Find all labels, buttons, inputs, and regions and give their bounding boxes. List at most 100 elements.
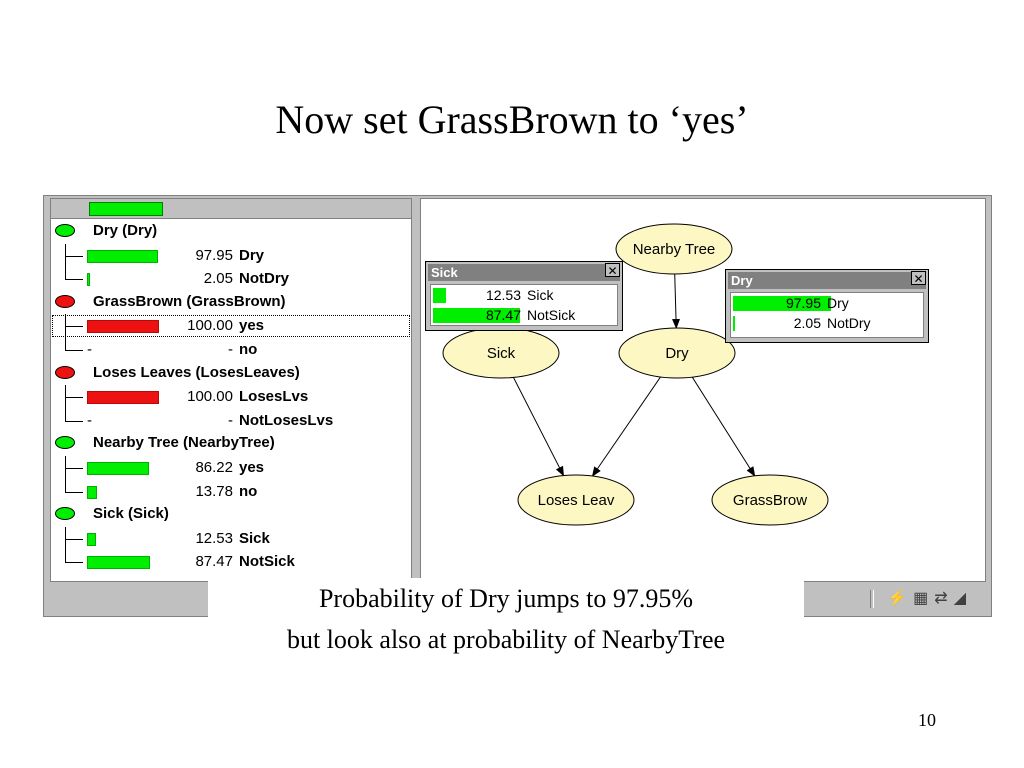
sick-monitor-title: Sick [428, 264, 620, 281]
graph-node-sick[interactable]: Sick [442, 327, 560, 379]
monitor-state-name: NotSick [527, 307, 576, 323]
sick-monitor-window[interactable]: Sick ✕ 12.53 Sick 87.47 NotSick [425, 261, 623, 331]
state-row[interactable]: --no [51, 337, 411, 362]
probability-value: - [228, 340, 233, 358]
graph-node-loses[interactable]: Loses Leav [517, 474, 635, 526]
edge-nearby-to-dry [672, 273, 681, 330]
probability-value: 100.00 [187, 317, 233, 335]
tree-connector [65, 279, 83, 281]
tree-connector [65, 562, 83, 564]
belief-bar [87, 391, 159, 405]
graph-node-label: Sick [487, 345, 516, 362]
monitor-bar [433, 308, 520, 323]
lightning-icon[interactable]: ⚡ [887, 590, 914, 607]
monitor-bar [433, 288, 446, 303]
graph-node-label: GrassBrow [733, 492, 807, 509]
tree-node-row[interactable]: Loses Leaves (LosesLeaves) [51, 362, 411, 386]
monitor-bar [733, 316, 735, 331]
state-name: NotLosesLvs [239, 411, 334, 429]
edge-sick-to-loses [513, 377, 564, 477]
tree-connector [65, 408, 66, 421]
header-bar[interactable] [89, 202, 163, 216]
tree-connector [65, 349, 83, 351]
graph-node-nearby[interactable]: Nearby Tree [615, 223, 733, 275]
state-row[interactable]: 100.00 yes [51, 314, 411, 339]
probability-value: - [228, 411, 233, 429]
graph-node-label: Nearby Tree [633, 241, 716, 258]
monitor-value: 2.05 [793, 315, 821, 331]
monitor-state-name: Dry [827, 295, 849, 311]
slide-caption: Probability of Dry jumps to 97.95% but l… [208, 578, 804, 664]
node-label: Sick (Sick) [93, 505, 169, 523]
graph-node-dry[interactable]: Dry [618, 327, 736, 379]
monitor-value: 87.47 [485, 307, 521, 323]
node-label: GrassBrown (GrassBrown) [93, 292, 286, 310]
tree-connector [65, 420, 83, 422]
probability-value: 97.95 [195, 246, 233, 264]
edge-dry-to-grass [691, 376, 756, 477]
tree-node-row[interactable]: Sick (Sick) [51, 503, 411, 527]
tree-connector [65, 326, 83, 328]
state-name: Sick [239, 529, 270, 547]
state-name: yes [239, 317, 265, 335]
node-ellipse [615, 223, 733, 275]
monitor-value: 12.53 [485, 287, 521, 303]
graph-node-grass[interactable]: GrassBrow [711, 474, 829, 526]
tree-connector [65, 255, 83, 257]
grid-icon[interactable]: ▦ [913, 590, 935, 607]
probability-value: 13.78 [195, 482, 233, 500]
tree-node-row[interactable]: GrassBrown (GrassBrown) [51, 291, 411, 315]
monitor-state-name: NotDry [827, 315, 871, 331]
tree-connector [65, 467, 83, 469]
probability-value: 2.05 [203, 270, 233, 288]
belief-bar [87, 556, 150, 570]
state-row[interactable]: --NotLosesLvs [51, 408, 411, 433]
empty-bar-dash: - [87, 411, 92, 429]
dry-monitor-title: Dry [728, 272, 926, 289]
page-number: 10 [918, 710, 936, 730]
state-name: yes [239, 458, 265, 476]
monitor-row: 87.47 NotSick [431, 305, 617, 325]
state-row[interactable]: 86.22 yes [51, 455, 411, 480]
node-ellipse [517, 474, 635, 526]
edge-dry-to-loses [591, 376, 661, 477]
red-status-dot-icon [55, 294, 75, 308]
monitor-row: 12.53 Sick [431, 285, 617, 305]
tree-connector [65, 267, 66, 280]
resize-grip-icon[interactable]: ◢ [953, 590, 972, 607]
probability-value: 86.22 [195, 458, 233, 476]
tree-connector [65, 397, 83, 399]
state-name: NotSick [239, 553, 295, 571]
monitor-bar [733, 296, 831, 311]
tree-connector [65, 538, 83, 540]
state-row[interactable]: 97.95 Dry [51, 243, 411, 268]
graph-node-label: Loses Leav [538, 492, 615, 509]
close-icon[interactable]: ✕ [605, 263, 620, 278]
state-name: Dry [239, 246, 265, 264]
slide-title: Now set GrassBrown to ‘yes’ [275, 97, 749, 142]
caption-line-1: Probability of Dry jumps to 97.95% [318, 584, 694, 613]
close-icon[interactable]: ✕ [911, 271, 926, 286]
status-icons: ⚡▦⇄◢ [887, 588, 972, 608]
tree-node-row[interactable]: Nearby Tree (NearbyTree) [51, 432, 411, 456]
node-ellipse [618, 327, 736, 379]
belief-bar [87, 461, 149, 475]
tree-node-row[interactable]: Dry (Dry) [51, 220, 411, 244]
monitor-state-name: Sick [527, 287, 554, 303]
green-status-dot-icon [55, 507, 75, 521]
red-status-dot-icon [55, 365, 75, 379]
network-icon[interactable]: ⇄ [934, 590, 954, 607]
status-separator [870, 590, 874, 608]
